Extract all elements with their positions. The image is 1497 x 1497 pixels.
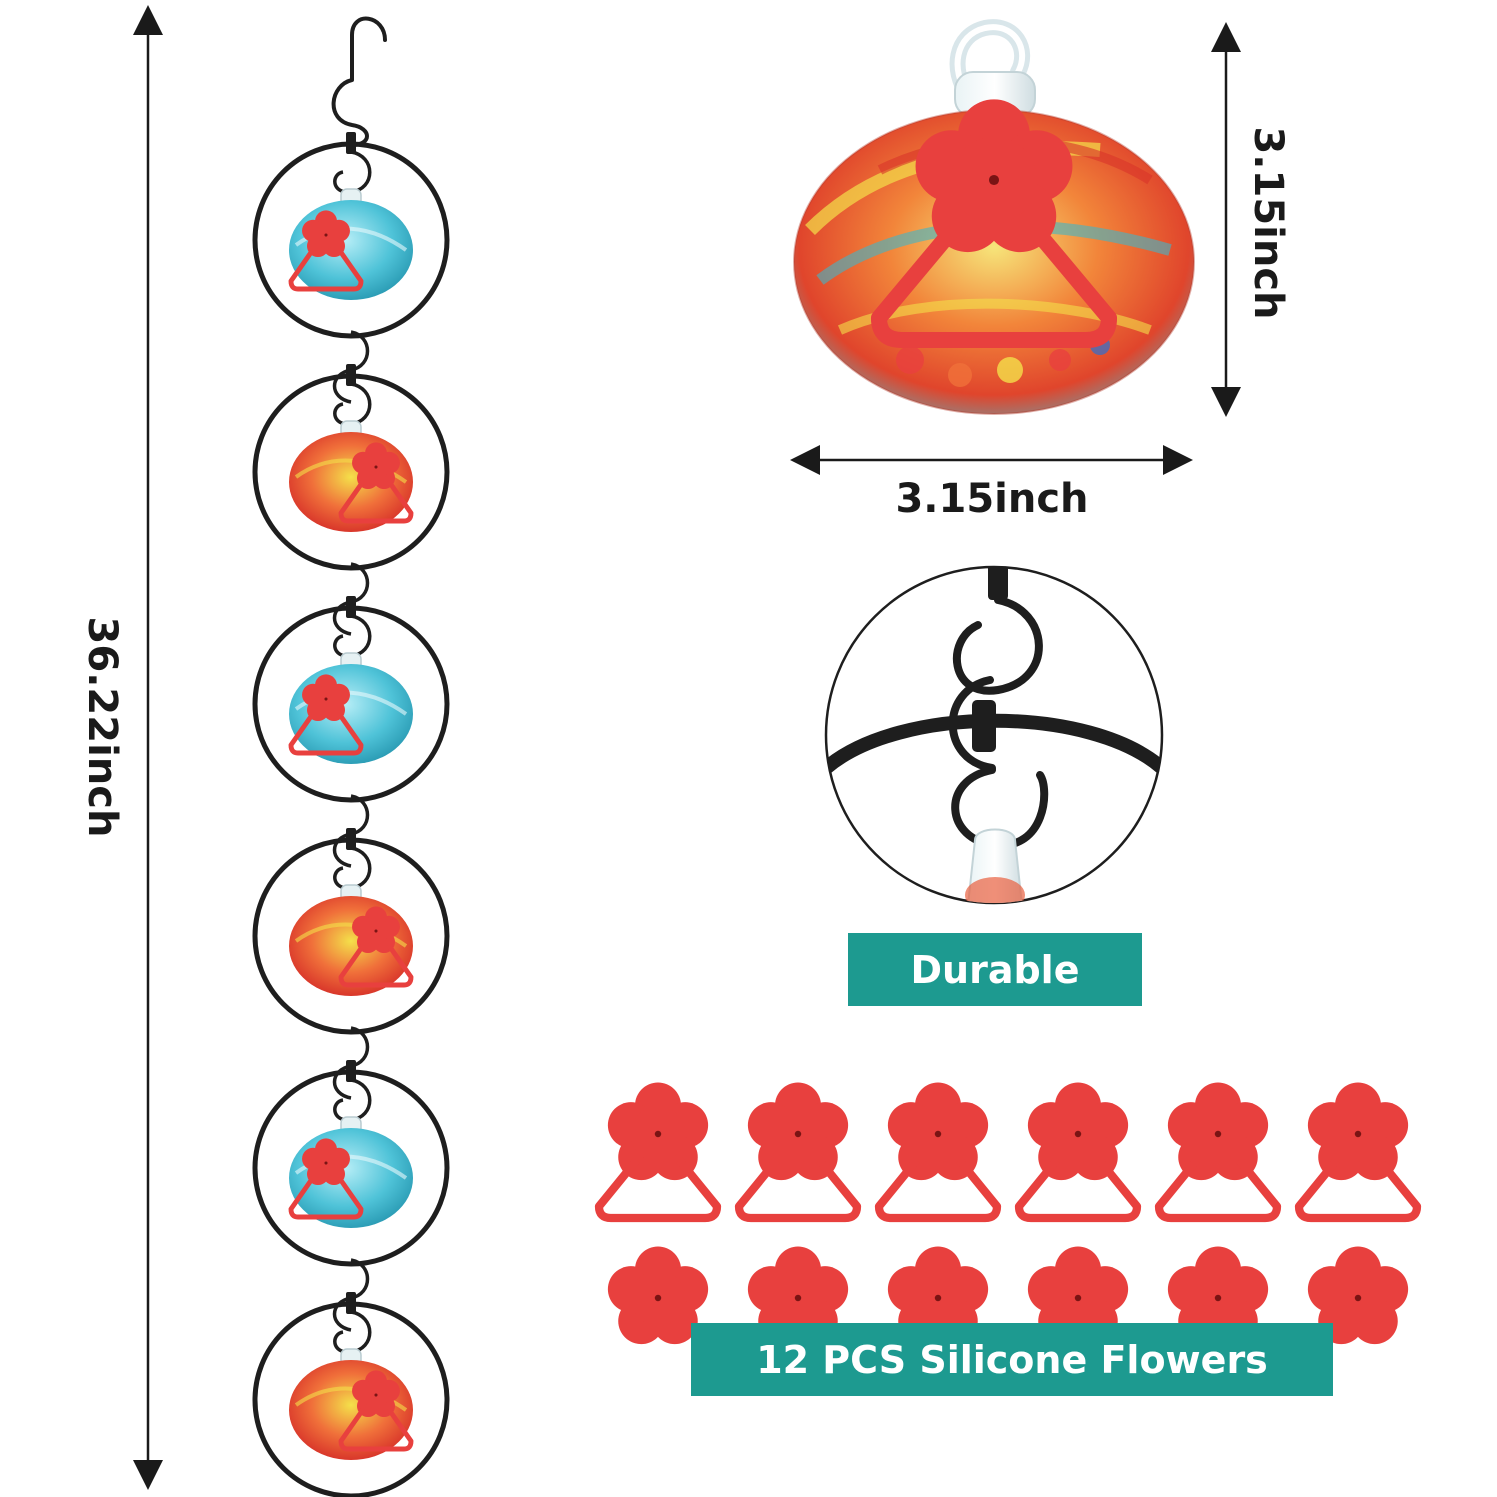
total-height-label: 36.22inch [79,616,125,838]
flowers-with-perch-row [594,1082,1422,1223]
silicone-flower-with-perch [1154,1082,1282,1223]
feeder-ring-6 [252,1292,450,1497]
feeder-ring-5 [252,1060,450,1267]
silicone-flower-with-perch [594,1082,722,1223]
durable-badge: Durable [848,933,1142,1006]
silicone-flower-with-perch [1014,1082,1142,1223]
feeder-perch [870,224,1118,349]
silicone-flower [607,1246,709,1345]
silicone-flower-with-perch [874,1082,1002,1223]
s-hook [350,16,387,82]
silicone-flower [887,1246,989,1345]
flowers-plain-row [607,1246,1409,1345]
large-feeder-bulb [793,19,1195,415]
silicone-flower [1307,1246,1409,1345]
silicone-flower-with-perch [734,1082,862,1223]
bulb-height-label: 3.15inch [1245,126,1291,320]
silicone-flowers-badge: 12 PCS Silicone Flowers [691,1323,1333,1396]
feeder-ring-4 [252,828,450,1035]
feeder-ring-2 [252,364,450,571]
hook-detail-zoom [824,565,1164,905]
silicone-flower [747,1246,849,1345]
s-hook [331,78,369,147]
bulb-width-label: 3.15inch [895,476,1089,522]
feeder-ring-3 [252,596,450,803]
feeder-chain [252,16,450,1497]
feeder-ring-1 [252,132,450,339]
silicone-flower-with-perch [1294,1082,1422,1223]
